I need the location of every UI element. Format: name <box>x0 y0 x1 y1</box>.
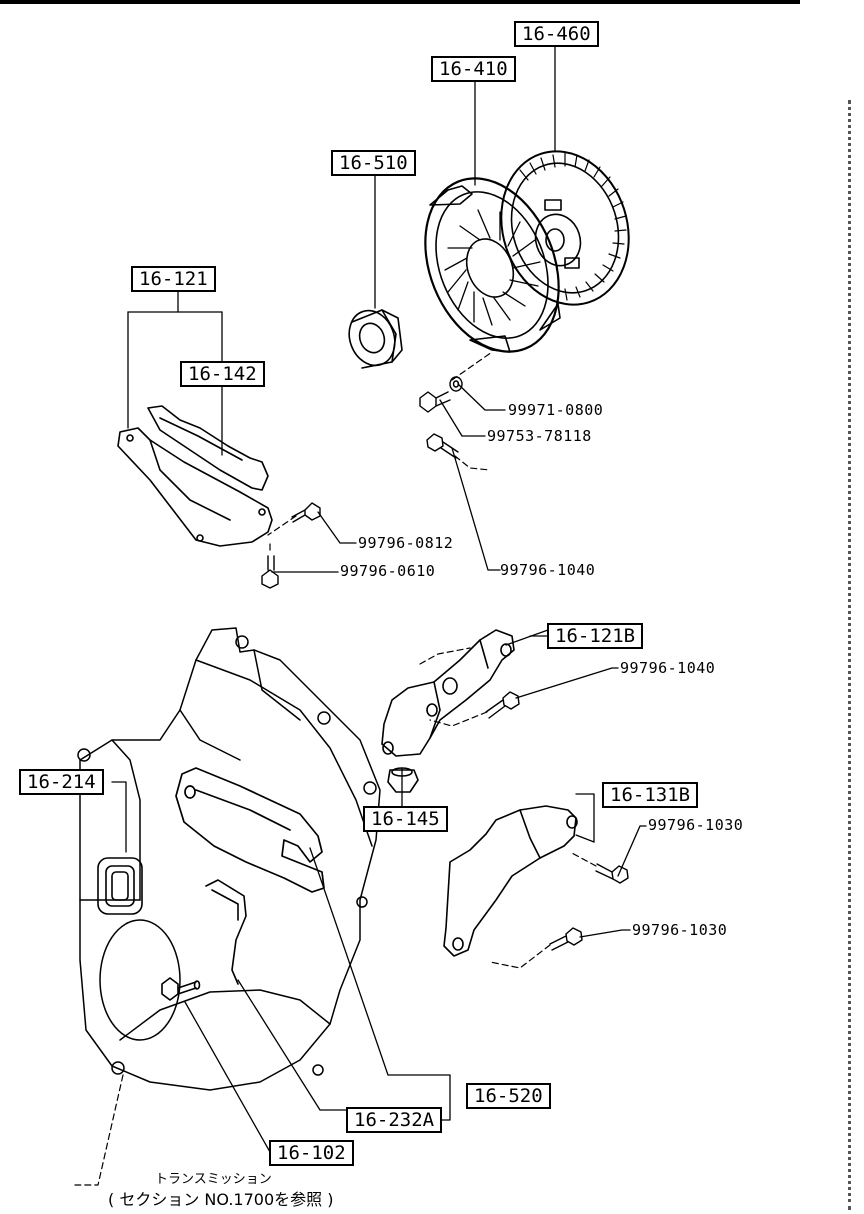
note-section-reference: ( セクション NO.1700を参照 ) <box>108 1190 334 1209</box>
spring-clip <box>205 879 247 985</box>
bolts <box>261 376 629 951</box>
bracket-16-121b <box>381 629 515 757</box>
release-bearing <box>348 309 403 369</box>
part-number-99796-1040-lower: 99796-1040 <box>620 659 716 677</box>
boot-16-214 <box>97 857 143 915</box>
part-number-99796-1030-upper: 99796-1030 <box>648 816 744 834</box>
dashed-links <box>74 351 597 1186</box>
callout-16-214: 16-214 <box>19 769 104 795</box>
release-fork <box>175 767 325 893</box>
callout-16-232a: 16-232A <box>346 1107 443 1133</box>
part-number-99796-0610: 99796-0610 <box>340 562 436 580</box>
callout-16-131b: 16-131B <box>602 782 699 808</box>
pressure-plate <box>424 177 561 353</box>
page-edge <box>848 100 851 1210</box>
bracket-16-131b <box>443 805 578 957</box>
callout-16-102: 16-102 <box>269 1140 354 1166</box>
pivot-16-145 <box>387 767 419 793</box>
callout-16-121: 16-121 <box>131 266 216 292</box>
part-number-99796-1040-upper: 99796-1040 <box>500 561 596 579</box>
clutch-cover-plate <box>117 405 273 547</box>
transmission-housing <box>77 627 381 1091</box>
callout-16-520: 16-520 <box>466 1083 551 1109</box>
clutch-disc <box>500 150 630 306</box>
note-transmission: トランスミッション <box>155 1172 272 1187</box>
callout-16-142: 16-142 <box>180 361 265 387</box>
callout-16-410: 16-410 <box>431 56 516 82</box>
part-number-99971-0800: 99971-0800 <box>508 401 604 419</box>
stud-16-102 <box>161 977 201 1001</box>
callout-16-510: 16-510 <box>331 150 416 176</box>
part-number-99796-1030-lower: 99796-1030 <box>632 921 728 939</box>
callout-16-121b: 16-121B <box>547 623 644 649</box>
top-border <box>0 0 800 4</box>
callout-16-460: 16-460 <box>514 21 599 47</box>
part-number-99753-78118: 99753-78118 <box>487 427 592 445</box>
part-number-99796-0812: 99796-0812 <box>358 534 454 552</box>
callout-16-145: 16-145 <box>363 806 448 832</box>
leader-lines <box>111 45 647 1153</box>
